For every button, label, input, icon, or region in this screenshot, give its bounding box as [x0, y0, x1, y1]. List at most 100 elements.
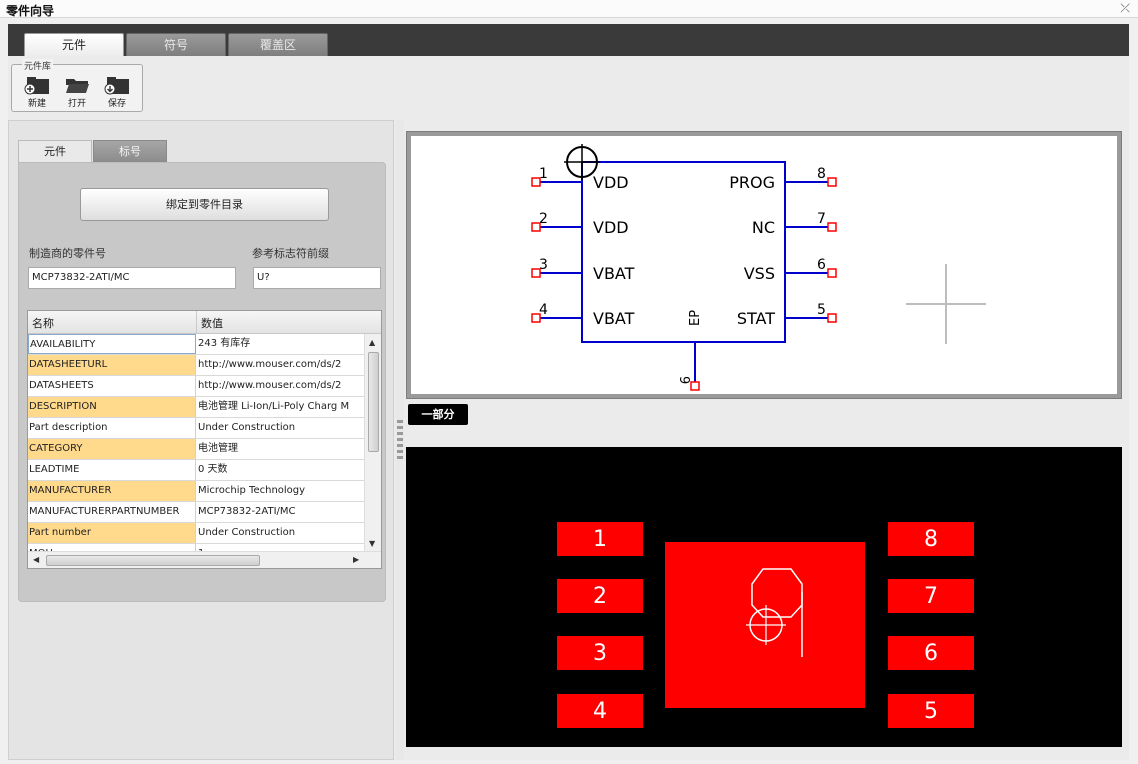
pad-number: 4 [593, 699, 607, 724]
component-properties-panel: 元件 标号 绑定到零件目录 制造商的零件号 MCP73832-2ATI/MC 参… [8, 120, 394, 760]
mfr-part-label: 制造商的零件号 [29, 247, 106, 260]
property-name-cell[interactable]: DATASHEETURL [28, 355, 196, 375]
property-value-cell[interactable]: 电池管理 Li-Ion/Li-Poly Charg M [198, 401, 350, 412]
new-button[interactable]: 新建 [20, 75, 54, 111]
pin-end-marker [531, 268, 541, 278]
open-button[interactable]: 打开 [60, 75, 94, 111]
property-name-cell[interactable]: CATEGORY [28, 439, 196, 459]
property-name-cell[interactable]: MANUFACTURER [28, 481, 196, 501]
pin-end-marker [827, 177, 837, 187]
property-value-cell[interactable]: 243 有库存 [198, 338, 251, 349]
property-value-cell[interactable]: Under Construction [198, 422, 296, 433]
pin-end-marker [827, 268, 837, 278]
pin-number: 4 [539, 302, 548, 318]
pad-number: 8 [924, 527, 938, 552]
mfr-part-input[interactable]: MCP73832-2ATI/MC [28, 267, 236, 289]
property-name-cell[interactable]: Part description [28, 418, 196, 438]
pin-number: 9 [676, 376, 691, 384]
header-name: 名称 [32, 317, 54, 330]
part-button[interactable]: 一部分 [408, 404, 468, 425]
pin-name: EP [688, 310, 703, 326]
pad-number: 7 [924, 584, 938, 609]
property-name-cell[interactable]: DATASHEETS [28, 376, 196, 396]
footprint-pad [557, 694, 643, 728]
save-button[interactable]: 保存 [100, 75, 134, 111]
subtab-label[interactable]: 标号 [93, 140, 167, 162]
table-row[interactable]: MOU1 [28, 544, 364, 552]
property-name-cell[interactable]: Part number [28, 523, 196, 543]
footprint-pad [888, 694, 974, 728]
pad-number: 2 [593, 584, 607, 609]
property-name-cell[interactable]: LEADTIME [28, 460, 196, 480]
property-value-cell[interactable]: MCP73832-2ATI/MC [198, 506, 296, 517]
property-value-cell[interactable]: 0 天数 [198, 464, 228, 475]
pin-number: 5 [817, 302, 826, 318]
pin-name: VBAT [593, 309, 635, 328]
tab-footprint[interactable]: 覆盖区 [228, 33, 328, 56]
open-button-label: 打开 [67, 99, 86, 109]
pad-number: 6 [924, 641, 938, 666]
bind-catalog-button[interactable]: 绑定到零件目录 [80, 188, 329, 221]
pin-name: STAT [737, 309, 775, 328]
pin-end-marker [827, 222, 837, 232]
vertical-scroll-thumb[interactable] [368, 352, 379, 452]
main-tab-strip: 元件 符号 覆盖区 [8, 24, 1129, 57]
property-name-cell[interactable]: AVAILABILITY [28, 334, 196, 354]
property-name-cell[interactable]: DESCRIPTION [28, 397, 196, 417]
new-button-label: 新建 [27, 99, 46, 109]
horizontal-scroll-thumb[interactable] [46, 555, 260, 566]
save-folder-icon [104, 77, 129, 95]
tab-symbol[interactable]: 符号 [126, 33, 226, 56]
footprint-pad [557, 579, 643, 613]
close-icon[interactable]: ⤫ [1120, 1, 1130, 15]
horizontal-scrollbar[interactable]: ◀ ▶ [28, 551, 381, 568]
panel-splitter[interactable] [396, 120, 404, 760]
header-value: 数值 [201, 317, 223, 330]
pin-number: 7 [817, 211, 826, 227]
property-name-cell[interactable]: MANUFACTURERPARTNUMBER [28, 502, 196, 522]
pin-number: 6 [817, 257, 826, 273]
property-value-cell[interactable]: Microchip Technology [198, 485, 306, 496]
scroll-left-icon[interactable]: ◀ [33, 555, 40, 564]
footprint-pad [557, 522, 643, 556]
property-value-cell[interactable]: http://www.mouser.com/ds/2 [198, 380, 342, 391]
property-value-cell[interactable]: 1 [197, 544, 364, 552]
pin-end-marker [690, 381, 700, 391]
pin-name: VSS [744, 264, 775, 283]
property-name-cell[interactable]: MOU [28, 544, 196, 552]
property-value-cell[interactable]: Under Construction [198, 527, 296, 538]
tab-component[interactable]: 元件 [24, 33, 124, 57]
property-value-cell[interactable]: http://www.mouser.com/ds/2 [198, 359, 342, 370]
pin-number: 3 [539, 257, 548, 273]
pin-name: VBAT [593, 264, 635, 283]
ribbon: 元件库 新建 打开 保存 [8, 56, 1129, 114]
ref-prefix-input[interactable]: U? [253, 267, 381, 289]
footprint-pad [888, 636, 974, 670]
pin-number: 1 [539, 166, 548, 182]
vertical-scrollbar[interactable]: ▲ ▼ [364, 334, 381, 552]
ref-prefix-label: 参考标志符前缀 [252, 247, 329, 260]
scroll-down-icon[interactable]: ▼ [369, 539, 376, 548]
property-value-cell[interactable]: 电池管理 [198, 443, 238, 454]
scroll-up-icon[interactable]: ▲ [369, 338, 376, 347]
subtab-component[interactable]: 元件 [18, 140, 92, 162]
scroll-right-icon[interactable]: ▶ [353, 555, 360, 564]
window-title: 零件向导 [6, 4, 55, 18]
